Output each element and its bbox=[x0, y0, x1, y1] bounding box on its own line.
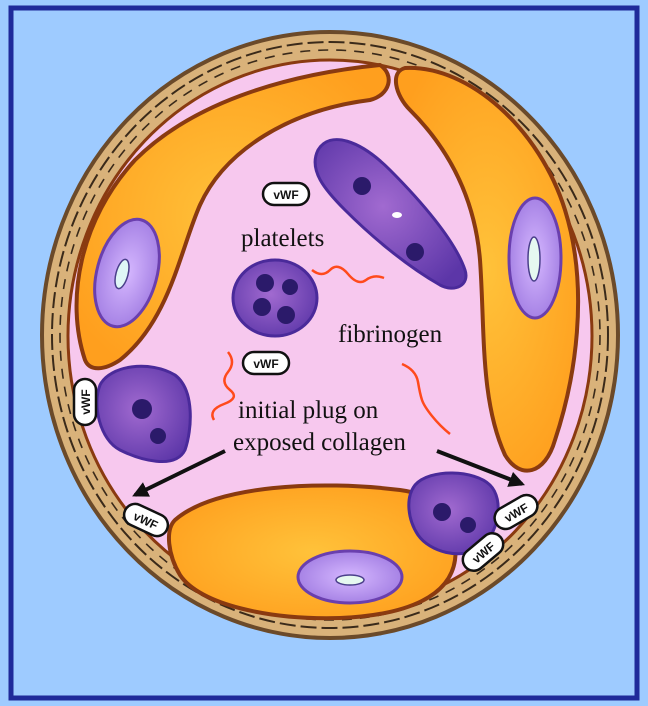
vwf-badge: vWF bbox=[263, 183, 309, 205]
platelet-vacuole bbox=[392, 212, 402, 218]
platelet-granule bbox=[253, 298, 271, 316]
platelet-granule bbox=[353, 177, 371, 195]
platelet-granule bbox=[150, 428, 166, 444]
vwf-badge: vWF bbox=[74, 379, 96, 425]
platelet-round bbox=[233, 260, 317, 336]
vwf-label: vWF bbox=[273, 188, 298, 202]
nucleolus-bottom bbox=[336, 575, 364, 585]
platelet-granule bbox=[132, 399, 152, 419]
platelet-granule bbox=[433, 503, 451, 521]
label-fibrinogen: fibrinogen bbox=[338, 321, 443, 348]
vwf-label: vWF bbox=[253, 357, 278, 371]
platelet-granule bbox=[282, 279, 298, 295]
label-platelets: platelets bbox=[241, 225, 324, 252]
vwf-label: vWF bbox=[79, 389, 93, 414]
label-initial-plug-line1: initial plug on bbox=[238, 397, 379, 424]
platelet-granule bbox=[406, 243, 424, 261]
nucleolus-right bbox=[528, 237, 540, 281]
platelet-granule bbox=[460, 517, 476, 533]
vwf-badge: vWF bbox=[243, 352, 289, 374]
platelet-granule bbox=[256, 274, 274, 292]
platelet-granule bbox=[277, 306, 295, 324]
label-initial-plug-line2: exposed collagen bbox=[233, 429, 406, 456]
